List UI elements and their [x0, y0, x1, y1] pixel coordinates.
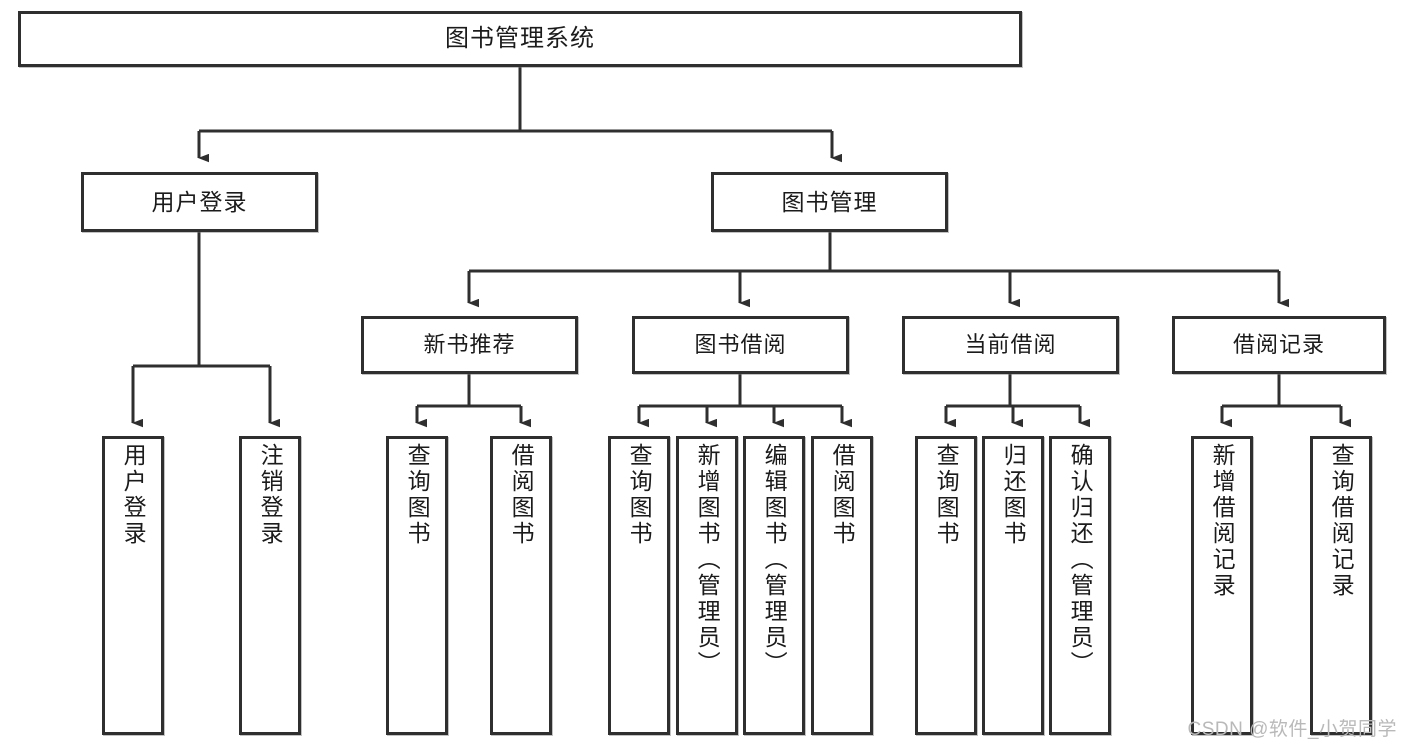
node-leaf-borrow-book-1[interactable]: 借阅图书 [490, 436, 552, 735]
node-book-borrow[interactable]: 图书借阅 [632, 316, 849, 374]
node-leaf-add-record-label: 新增借阅记录 [1209, 443, 1236, 599]
node-user-login[interactable]: 用户登录 [81, 172, 318, 232]
node-new-book-recommend-label: 新书推荐 [423, 332, 516, 358]
node-book-borrow-label: 图书借阅 [694, 332, 787, 358]
node-leaf-query-record[interactable]: 查询借阅记录 [1310, 436, 1372, 735]
node-leaf-user-login[interactable]: 用户登录 [102, 436, 164, 735]
node-leaf-user-login-label: 用户登录 [120, 443, 147, 547]
node-leaf-confirm-return[interactable]: 确认归还（管理员） [1049, 436, 1111, 735]
node-leaf-confirm-return-label: 确认归还（管理员） [1067, 443, 1094, 677]
node-leaf-logout-login-label: 注销登录 [257, 443, 284, 547]
node-leaf-query-book-2-label: 查询图书 [626, 443, 653, 547]
node-leaf-logout-login[interactable]: 注销登录 [239, 436, 301, 735]
node-book-manage[interactable]: 图书管理 [711, 172, 948, 232]
node-leaf-query-book-1[interactable]: 查询图书 [386, 436, 448, 735]
node-root[interactable]: 图书管理系统 [18, 11, 1022, 67]
node-new-book-recommend[interactable]: 新书推荐 [361, 316, 578, 374]
node-leaf-query-book-1-label: 查询图书 [404, 443, 431, 547]
node-leaf-query-record-label: 查询借阅记录 [1328, 443, 1355, 599]
node-leaf-return-book-label: 归还图书 [1000, 443, 1027, 547]
node-leaf-return-book[interactable]: 归还图书 [982, 436, 1044, 735]
node-leaf-edit-book-label: 编辑图书（管理员） [761, 443, 788, 677]
node-borrow-record[interactable]: 借阅记录 [1172, 316, 1386, 374]
node-book-manage-label: 图书管理 [781, 188, 878, 215]
node-leaf-add-record[interactable]: 新增借阅记录 [1191, 436, 1253, 735]
node-leaf-borrow-book-2-label: 借阅图书 [829, 443, 856, 547]
node-current-borrow-label: 当前借阅 [964, 332, 1057, 358]
node-root-label: 图书管理系统 [445, 25, 595, 53]
node-leaf-query-book-3-label: 查询图书 [933, 443, 960, 547]
csdn-watermark: CSDN @软件_小贺同学 [1187, 719, 1397, 740]
node-current-borrow[interactable]: 当前借阅 [902, 316, 1119, 374]
node-leaf-query-book-3[interactable]: 查询图书 [915, 436, 977, 735]
node-borrow-record-label: 借阅记录 [1232, 332, 1325, 358]
node-user-login-label: 用户登录 [151, 188, 248, 215]
node-leaf-borrow-book-1-label: 借阅图书 [508, 443, 535, 547]
node-leaf-add-book[interactable]: 新增图书（管理员） [676, 436, 738, 735]
node-leaf-borrow-book-2[interactable]: 借阅图书 [811, 436, 873, 735]
node-leaf-add-book-label: 新增图书（管理员） [694, 443, 721, 677]
node-leaf-query-book-2[interactable]: 查询图书 [608, 436, 670, 735]
node-leaf-edit-book[interactable]: 编辑图书（管理员） [743, 436, 805, 735]
